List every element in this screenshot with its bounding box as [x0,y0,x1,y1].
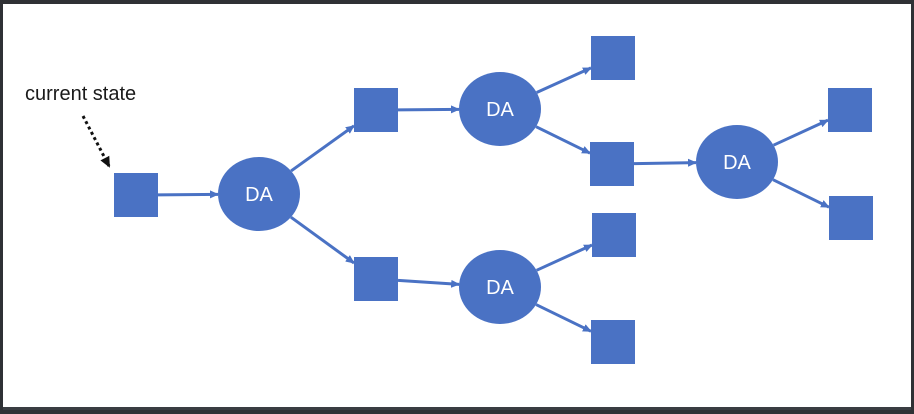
state-node-s4 [590,142,634,186]
current-state-arrow [81,115,111,168]
state-node-s1 [354,88,398,132]
decision-tree-diagram: current state DA DA DA DA [25,36,873,364]
edge-da4-to-s8 [772,178,830,209]
edge-da1-to-s1 [290,124,355,173]
state-node-s5 [592,213,636,257]
state-node-s3 [591,36,635,80]
decision-node-circle [218,157,300,231]
diagram-frame: current state DA DA DA DA [3,4,911,410]
state-node-s2 [354,257,398,301]
state-node-s0 [114,173,158,217]
edge-s2-to-da3 [397,278,461,288]
edge-da2-to-s4 [535,125,591,155]
decision-node-label: DA [486,277,514,299]
edge-da3-to-s6 [535,303,592,333]
state-node-s7 [828,88,872,132]
decision-node-da3: DA [459,250,541,324]
decision-node-da1: DA [218,157,300,231]
decision-node-circle [696,125,778,199]
nodes: DA DA DA DA [114,36,873,364]
state-node-s6 [591,320,635,364]
edge-da3-to-s5 [535,243,593,272]
decision-node-circle [459,250,541,324]
edges [157,66,830,333]
decision-node-circle [459,72,541,146]
edge-da2-to-s3 [536,66,592,94]
state-node-s8 [829,196,873,240]
decision-node-da2: DA [459,72,541,146]
edge-da4-to-s7 [772,118,829,147]
decision-node-label: DA [245,184,273,206]
current-state-label: current state [25,83,136,105]
decision-node-da4: DA [696,125,778,199]
edge-da1-to-s2 [290,215,355,265]
edge-s4-to-da4 [633,158,698,167]
decision-node-label: DA [486,99,514,121]
decision-node-label: DA [723,152,751,174]
